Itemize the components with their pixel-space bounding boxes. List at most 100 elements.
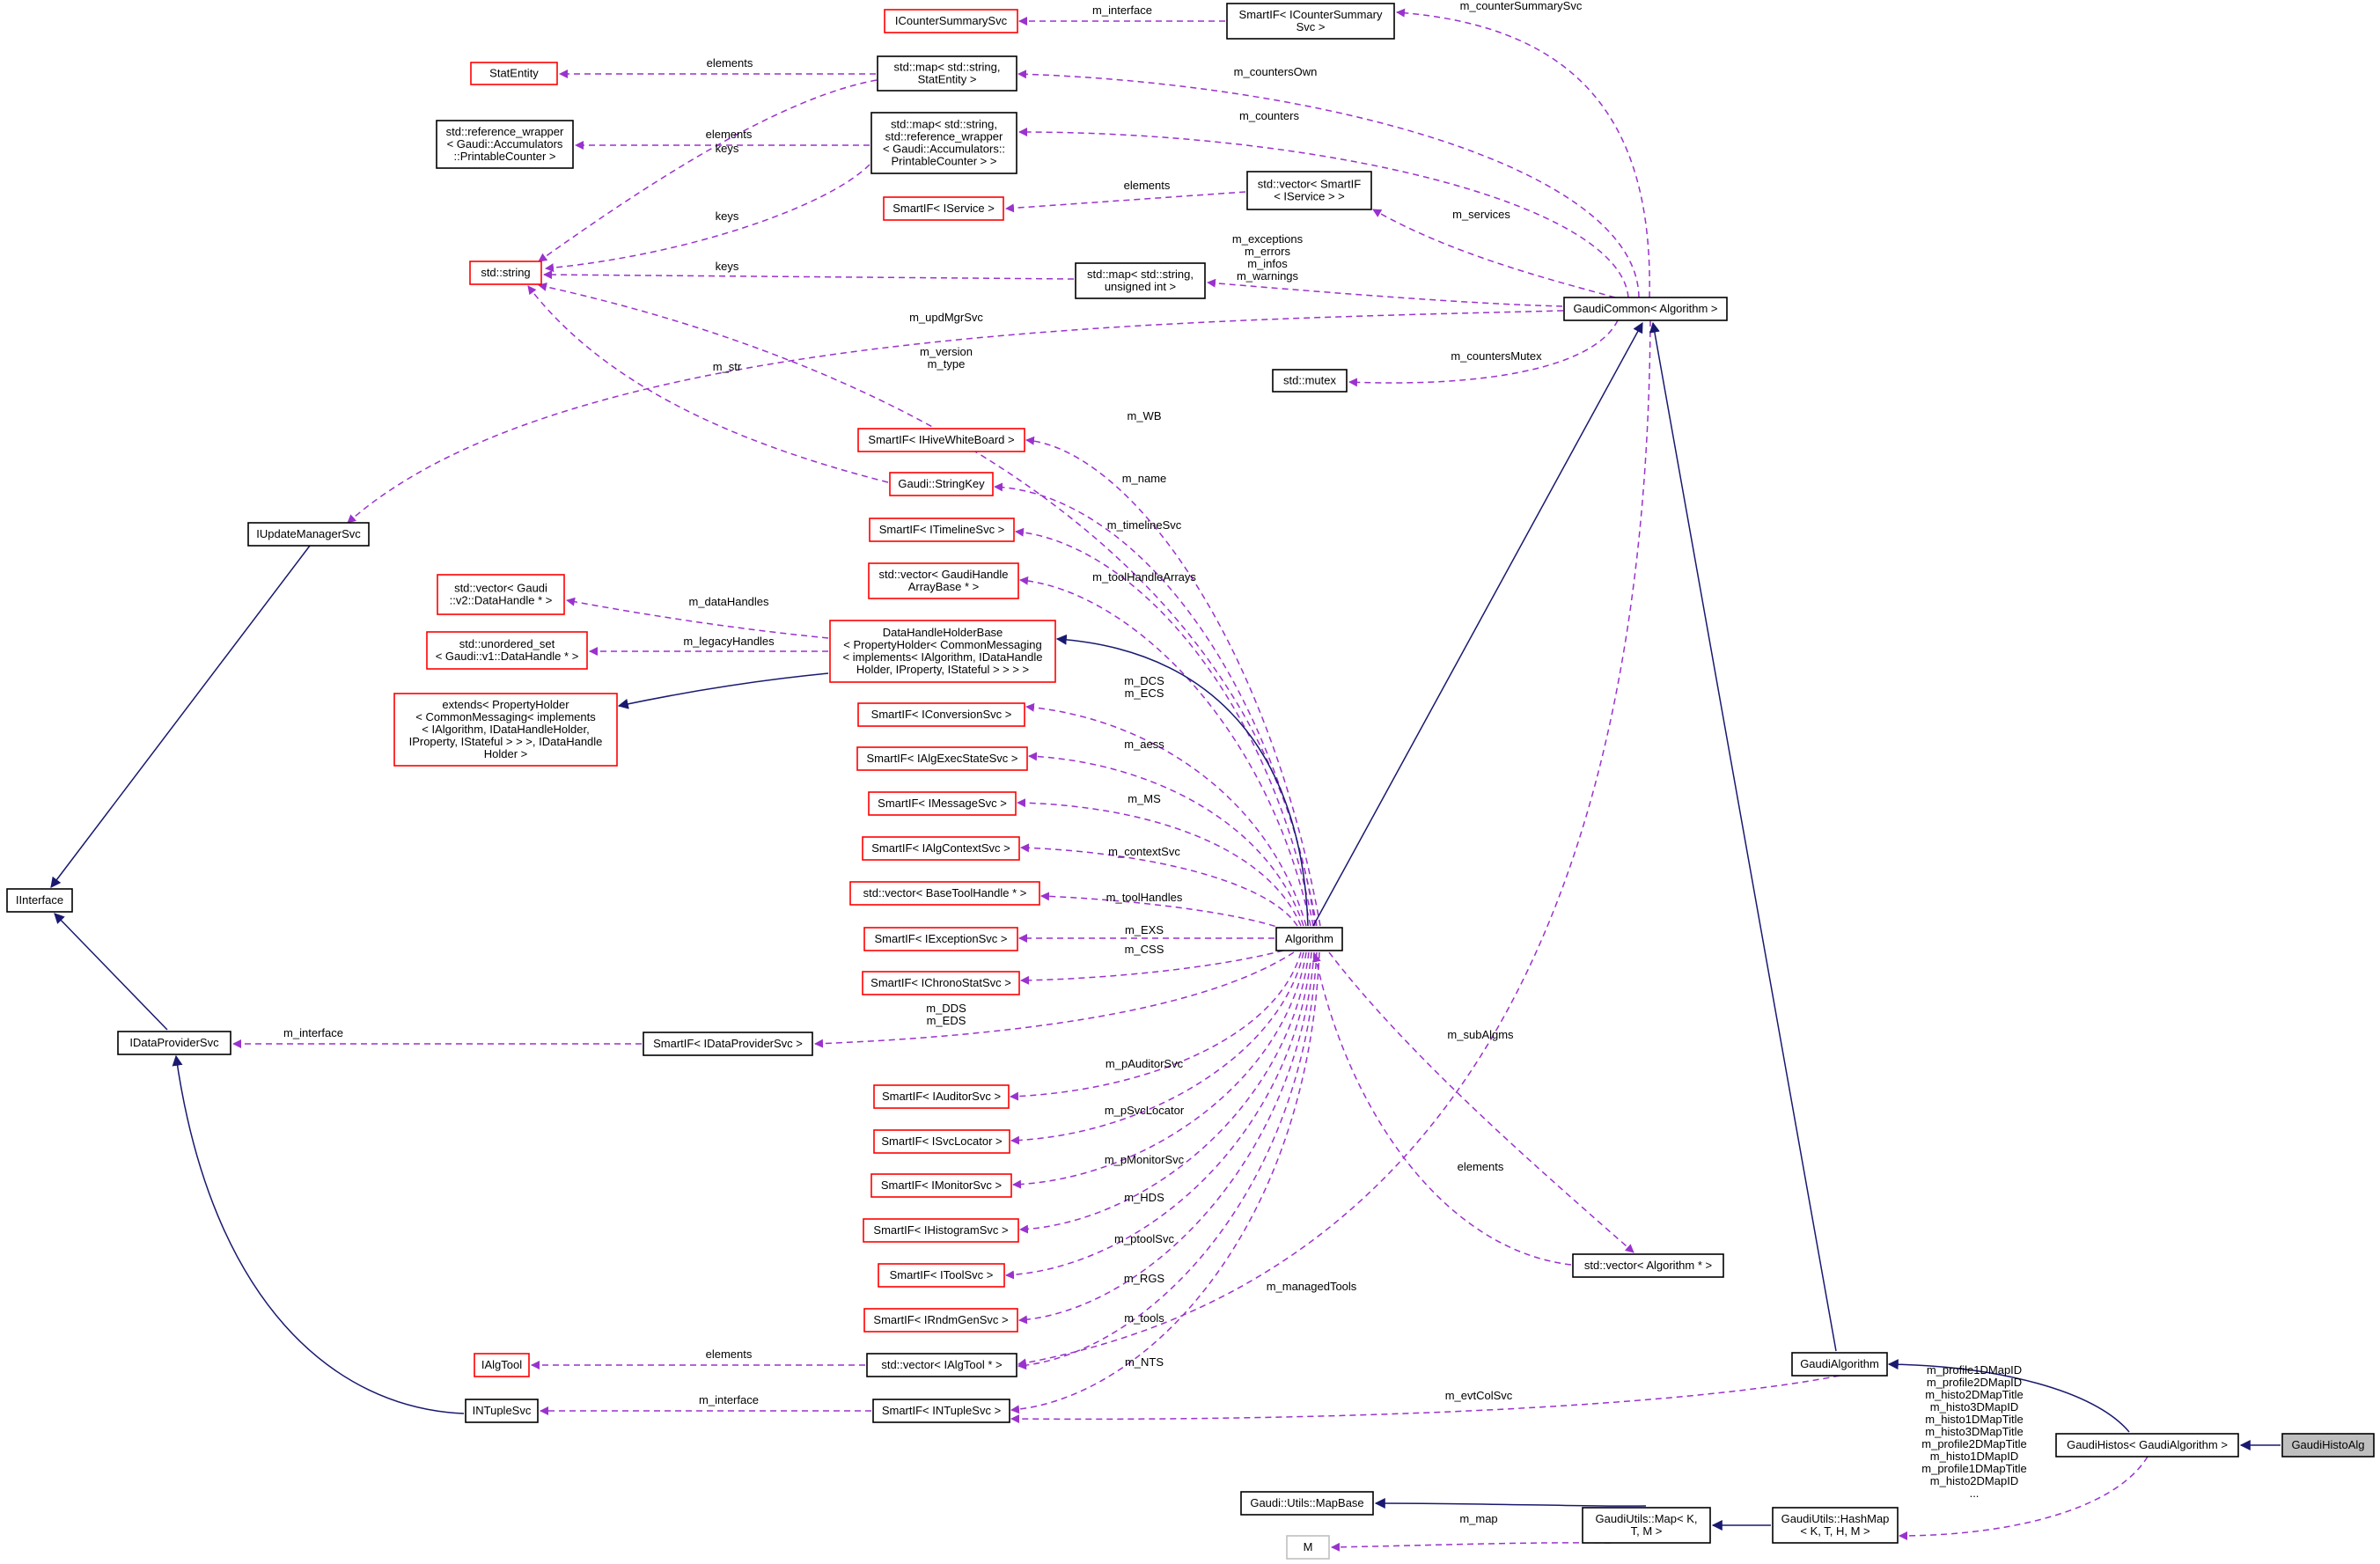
node-label-line: < implements< IAlgorithm, IDataHandle [843,650,1043,664]
node-map-string-refwrapper[interactable]: std::map< std::string,std::reference_wra… [870,112,1017,174]
node-vector-ialgtool[interactable]: std::vector< IAlgTool * > [866,1353,1017,1377]
node-iupdatemanagersvc[interactable]: IUpdateManagerSvc [247,522,370,547]
edge-label-m-toolhandlearrays: m_toolHandleArrays [1092,570,1196,584]
node-gaudihistoalg[interactable]: GaudiHistoAlg [2281,1433,2375,1458]
edge-inherit-gaudihistos [1887,1359,2130,1433]
node-smartif-intuplesvc[interactable]: SmartIF< INTupleSvc > [872,1399,1010,1423]
edge-label-elements-refwrapper: elements [706,128,753,141]
node-unordered-set-datahandle[interactable]: std::unordered_set< Gaudi::v1::DataHandl… [426,631,588,670]
node-label-line: SmartIF< INTupleSvc > [882,1404,1001,1417]
edge-keys-1 [538,79,878,262]
edge-m-exceptions [1207,278,1563,307]
node-gaudiutils-hashmap[interactable]: GaudiUtils::HashMap< K, T, H, M > [1772,1507,1899,1544]
node-ialgtool[interactable]: IAlgTool [474,1353,530,1377]
node-label-line: GaudiUtils::HashMap [1781,1512,1890,1525]
node-gaudialgorithm[interactable]: GaudiAlgorithm [1791,1352,1888,1377]
node-extends-propertyholder[interactable]: extends< PropertyHolder< CommonMessaging… [393,693,618,767]
edge-label-line: m_DDS [926,1002,966,1015]
node-vector-algorithm[interactable]: std::vector< Algorithm * > [1572,1253,1724,1278]
node-gaudi-stringkey[interactable]: Gaudi::StringKey [889,472,994,496]
node-box [863,1308,1018,1333]
node-vector-smartif-iservice[interactable]: std::vector< SmartIF< IService > > [1246,171,1372,210]
edge-label-line: m_str [713,360,742,373]
node-statentity[interactable]: StatEntity [470,62,558,85]
edge-label-line: m_pMonitorSvc [1105,1153,1185,1166]
edge-label-line: m_RGS [1124,1272,1165,1285]
node-box [465,1399,539,1423]
node-intuplesvc[interactable]: INTupleSvc [465,1399,539,1423]
edge-label-line: m_version [920,345,973,358]
node-label-line: < Gaudi::Accumulators [447,137,563,151]
node-vector-datahandle[interactable]: std::vector< Gaudi::v2::DataHandle * > [437,574,565,615]
node-box [866,1353,1017,1377]
node-smartif-ihistogramsvc[interactable]: SmartIF< IHistogramSvc > [863,1218,1019,1243]
node-smartif-imessagesvc[interactable]: SmartIF< IMessageSvc > [868,791,1017,816]
node-gaudiutils-map[interactable]: GaudiUtils::Map< K,T, M > [1582,1507,1711,1544]
node-smartif-ialgexecstatesvc[interactable]: SmartIF< IAlgExecStateSvc > [856,746,1028,771]
edge-label-m-wb: m_WB [1128,409,1162,422]
node-label-line: IDataProviderSvc [129,1036,219,1049]
node-box [863,1218,1019,1243]
edge-m-wb-line [1025,436,1321,927]
edge-m-hds [1019,951,1310,1234]
node-label-line: GaudiCommon< Algorithm > [1573,302,1717,315]
edge-m-countersown-line [1017,70,1640,298]
edge-m-aess [1028,752,1304,927]
node-smartif-imonitorsvc[interactable]: SmartIF< IMonitorSvc > [870,1173,1012,1198]
edge-m-evtcolsvc-line [1010,1375,1840,1424]
node-label-line: < Gaudi::v1::DataHandle * > [436,650,579,663]
edge-label-m-interface-ntuple: m_interface [699,1393,759,1406]
edge-label-line: elements [706,1347,753,1361]
node-gaudicommon[interactable]: GaudiCommon< Algorithm > [1563,297,1728,321]
node-box [643,1032,813,1056]
node-smartif-ialgcontextsvc[interactable]: SmartIF< IAlgContextSvc > [862,836,1020,861]
node-icountersummarysvc[interactable]: ICounterSummarySvc [884,9,1018,33]
node-label-line: SmartIF< IToolSvc > [890,1268,994,1281]
node-mapbase[interactable]: Gaudi::Utils::MapBase [1240,1491,1374,1516]
node-smartif-iservice[interactable]: SmartIF< IService > [883,196,1004,221]
edge-m-ms [1017,798,1302,927]
node-smartif-idataprovidersvc[interactable]: SmartIF< IDataProviderSvc > [643,1032,813,1056]
node-box [393,693,618,767]
node-map-string-statentity[interactable]: std::map< std::string,StatEntity > [877,55,1017,92]
node-smartif-ichronostatsvc[interactable]: SmartIF< IChronoStatSvc > [862,971,1020,995]
edge-label-line: m_ECS [1125,687,1164,700]
node-label-line: SmartIF< ITimelineSvc > [879,523,1005,536]
node-idataprovidersvc[interactable]: IDataProviderSvc [117,1031,231,1055]
node-box [247,522,370,547]
node-smartif-iexceptionsvc[interactable]: SmartIF< IExceptionSvc > [863,927,1018,951]
edge-label-line: m_name [1122,472,1167,485]
node-gaudihistos[interactable]: GaudiHistos< GaudiAlgorithm > [2055,1433,2239,1458]
node-smartif-isvclocator[interactable]: SmartIF< ISvcLocator > [873,1129,1010,1154]
node-label-line: PrintableCounter > > [892,155,997,168]
edge-inherit-intuplesvc-line [172,1054,465,1414]
edge-label-m-updmgrsvc: m_updMgrSvc [909,311,983,324]
node-smartif-ihivewhiteboard[interactable]: SmartIF< IHiveWhiteBoard > [857,428,1025,452]
node-iinterface[interactable]: IInterface [6,888,73,913]
node-smartif-irndmgensvc[interactable]: SmartIF< IRndmGenSvc > [863,1308,1018,1333]
node-datahandleholderbase[interactable]: DataHandleHolderBase< PropertyHolder< Co… [829,620,1056,683]
edge-m-managedtools [1017,319,1651,1368]
node-m-node[interactable]: M [1286,1535,1330,1560]
node-smartif-itimelinesvc[interactable]: SmartIF< ITimelineSvc > [869,518,1015,542]
node-algorithm[interactable]: Algorithm [1275,927,1343,951]
node-label-line: SmartIF< IAlgContextSvc > [871,841,1010,855]
node-std-string[interactable]: std::string [469,261,542,285]
node-vector-basetoolhandle[interactable]: std::vector< BaseToolHandle * > [849,881,1040,906]
node-map-string-uint[interactable]: std::map< std::string,unsigned int > [1075,262,1206,299]
node-std-mutex[interactable]: std::mutex [1272,369,1348,393]
edge-label-keys-1: keys [716,142,739,155]
edge-inherit-idataprovidersvc-line [54,913,168,1031]
node-reference-wrapper[interactable]: std::reference_wrapper< Gaudi::Accumulat… [436,120,574,169]
edge-m-psvclocator [1010,951,1304,1145]
edge-label-m-rgs: m_RGS [1124,1272,1165,1285]
node-smartif-iauditorsvc[interactable]: SmartIF< IAuditorSvc > [873,1084,1010,1109]
node-smartif-icountersummary[interactable]: SmartIF< ICounterSummarySvc > [1226,3,1395,40]
edge-m-contextsvc [1020,843,1298,927]
node-smartif-iconversionsvc[interactable]: SmartIF< IConversionSvc > [857,702,1025,727]
edge-label-line: m_EDS [927,1014,966,1027]
node-box [829,620,1056,683]
edge-label-line: m_services [1452,208,1510,221]
node-smartif-itoolsvc[interactable]: SmartIF< IToolSvc > [878,1263,1005,1288]
